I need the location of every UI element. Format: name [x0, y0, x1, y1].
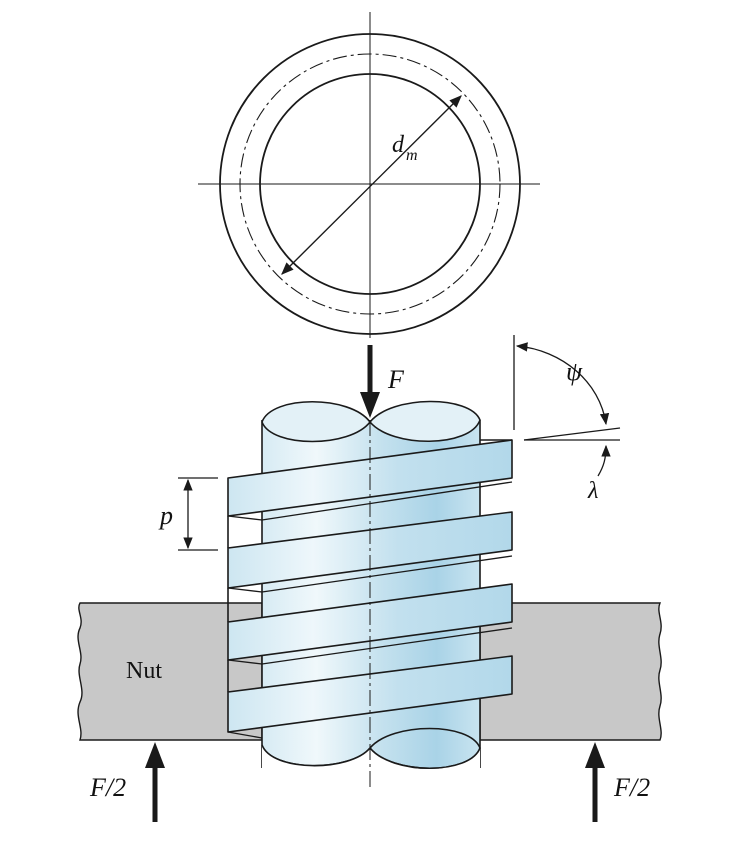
pitch-dimension: p	[158, 477, 218, 551]
axial-force-label: F	[387, 365, 405, 394]
pitch-diameter-label: d	[392, 132, 405, 158]
psi-label: ψ	[566, 357, 583, 386]
helix-line	[523, 427, 621, 441]
angle-annotations: ψ λ	[513, 335, 621, 504]
lambda-leader	[597, 444, 611, 477]
nut-label: Nut	[126, 658, 162, 684]
nut-right-plate	[479, 602, 662, 741]
psi-arc	[515, 342, 610, 426]
forces: F F/2 F/2	[89, 345, 650, 822]
reaction-left-label: F/2	[89, 773, 126, 802]
pitch-diameter-subscript: m	[406, 147, 418, 164]
shaft-top-break	[261, 400, 481, 443]
pitch-label: p	[158, 501, 173, 530]
lambda-label: λ	[587, 478, 598, 504]
nut: Nut	[77, 602, 662, 741]
top-view: d m	[198, 12, 540, 338]
screw	[227, 400, 513, 790]
nut-left-plate	[77, 602, 263, 741]
pitch-diameter-dimension	[281, 95, 462, 275]
reaction-right-label: F/2	[613, 773, 650, 802]
